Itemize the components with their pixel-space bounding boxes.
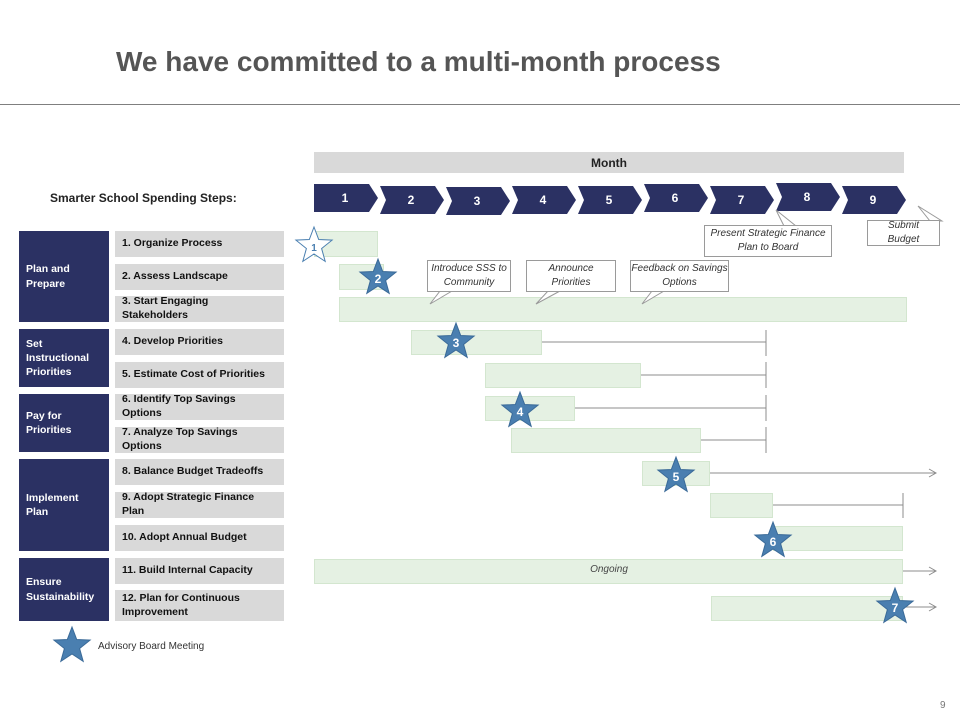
- ongoing-label: Ongoing: [590, 564, 628, 575]
- month-label: 5: [606, 193, 613, 207]
- month-header: Month: [314, 152, 904, 173]
- page-title: We have committed to a multi-month proce…: [116, 46, 721, 77]
- month-chevron-4: [512, 186, 576, 214]
- phase-ensure-sustainability: Ensure Sustainability: [19, 558, 109, 621]
- star-label: 1: [311, 243, 317, 254]
- step-label: 4. Develop Priorities: [122, 335, 223, 348]
- callout-text: Present Strategic Finance Plan to Board: [710, 228, 826, 253]
- month-label: 8: [804, 190, 811, 204]
- phase-implement-plan: Implement Plan: [19, 459, 109, 551]
- month-label: 6: [672, 191, 679, 205]
- gantt-bar-4: [411, 330, 542, 355]
- month-label: 3: [474, 194, 481, 208]
- month-label: 7: [738, 193, 745, 207]
- callout-text: Submit Budget: [887, 220, 920, 245]
- month-label: 4: [540, 193, 547, 207]
- step-label: 6. Identify Top Savings Options: [122, 393, 236, 419]
- step-label: 12. Plan for Continuous Improvement: [122, 591, 240, 618]
- arrow-head-12: [928, 602, 938, 612]
- phase-label: Plan and Prepare: [26, 263, 70, 290]
- step-row-10: 10. Adopt Annual Budget: [115, 525, 284, 551]
- phase-label: Implement Plan: [26, 491, 79, 518]
- phase-label: Ensure Sustainability: [26, 576, 95, 603]
- step-label: 10. Adopt Annual Budget: [122, 531, 247, 544]
- step-row-12: 12. Plan for Continuous Improvement: [115, 590, 284, 621]
- callout-text: Introduce SSS to Community: [431, 263, 507, 288]
- callout-announce: Announce Priorities: [526, 260, 616, 292]
- step-row-8: 8. Balance Budget Tradeoffs: [115, 459, 284, 485]
- step-row-6: 6. Identify Top Savings Options: [115, 393, 284, 420]
- advisory-star-7: [875, 586, 915, 624]
- phase-set-instructional-priorities: Set Instructional Priorities: [19, 329, 109, 387]
- legend-star-icon: [52, 625, 92, 663]
- month-chevron-5: [578, 186, 642, 214]
- month-chevron-8: [776, 183, 840, 211]
- callout-present: Present Strategic Finance Plan to Board: [704, 225, 832, 257]
- gantt-bar-9: [710, 493, 773, 518]
- gantt-bar-11: [314, 559, 903, 584]
- month-label: 2: [408, 193, 415, 207]
- star-label: 7: [892, 601, 899, 615]
- callout-text: Announce Priorities: [548, 263, 594, 288]
- month-chevron-9: [842, 186, 906, 214]
- month-label: 9: [870, 193, 877, 207]
- legend-label: Advisory Board Meeting: [98, 641, 205, 652]
- month-chevron-2: [380, 186, 444, 214]
- star-label: 6: [770, 535, 777, 549]
- advisory-star-5: [656, 455, 696, 493]
- step-label: 2. Assess Landscape: [122, 270, 228, 283]
- phase-label: Set Instructional Priorities: [26, 337, 90, 379]
- step-row-2: 2. Assess Landscape: [115, 264, 284, 290]
- callout-submit: Submit Budget: [867, 220, 940, 246]
- title-divider: [0, 104, 960, 105]
- advisory-star-6: [753, 520, 793, 558]
- page-number: 9: [940, 700, 946, 711]
- star-label: 2: [375, 272, 382, 286]
- month-chevron-6: [644, 184, 708, 212]
- phase-plan-and-prepare: Plan and Prepare: [19, 231, 109, 322]
- step-row-11: 11. Build Internal Capacity: [115, 558, 284, 584]
- steps-label: Smarter School Spending Steps:: [50, 191, 237, 205]
- star-label: 5: [673, 470, 680, 484]
- advisory-star-3: [436, 321, 476, 359]
- callout-feedback: Feedback on Savings Options: [630, 260, 729, 292]
- step-label: 7. Analyze Top Savings Options: [122, 426, 238, 452]
- step-label: 3. Start Engaging Stakeholders: [122, 295, 209, 321]
- step-row-1: 1. Organize Process: [115, 231, 284, 257]
- callout-text: Feedback on Savings Options: [631, 263, 728, 288]
- phase-pay-for-priorities: Pay for Priorities: [19, 394, 109, 452]
- step-label: 8. Balance Budget Tradeoffs: [122, 465, 264, 478]
- star-label: 4: [517, 405, 524, 419]
- month-label: 1: [342, 191, 349, 205]
- step-label: 5. Estimate Cost of Priorities: [122, 368, 265, 381]
- gantt-bar-7: [511, 428, 701, 453]
- advisory-star-2: [358, 257, 398, 295]
- step-row-7: 7. Analyze Top Savings Options: [115, 426, 284, 453]
- gantt-bar-12: [711, 596, 903, 621]
- step-row-5: 5. Estimate Cost of Priorities: [115, 362, 284, 388]
- month-chevron-1: [314, 184, 378, 212]
- step-row-3: 3. Start Engaging Stakeholders: [115, 295, 284, 322]
- step-row-4: 4. Develop Priorities: [115, 329, 284, 355]
- arrow-head-8: [928, 468, 938, 478]
- callout-introduce: Introduce SSS to Community: [427, 260, 511, 292]
- month-chevron-7: [710, 186, 774, 214]
- step-label: 11. Build Internal Capacity: [122, 564, 253, 577]
- advisory-star-4: [500, 390, 540, 428]
- step-label: 1. Organize Process: [122, 237, 223, 250]
- step-label: 9. Adopt Strategic Finance Plan: [122, 491, 255, 517]
- phase-label: Pay for Priorities: [26, 409, 72, 436]
- gantt-bar-10: [773, 526, 903, 551]
- gantt-bar-5: [485, 363, 641, 388]
- star-label: 3: [453, 336, 460, 350]
- arrow-head-11: [928, 566, 938, 576]
- month-chevron-3: [446, 187, 510, 215]
- step-row-9: 9. Adopt Strategic Finance Plan: [115, 491, 284, 518]
- advisory-star-1: [294, 225, 334, 263]
